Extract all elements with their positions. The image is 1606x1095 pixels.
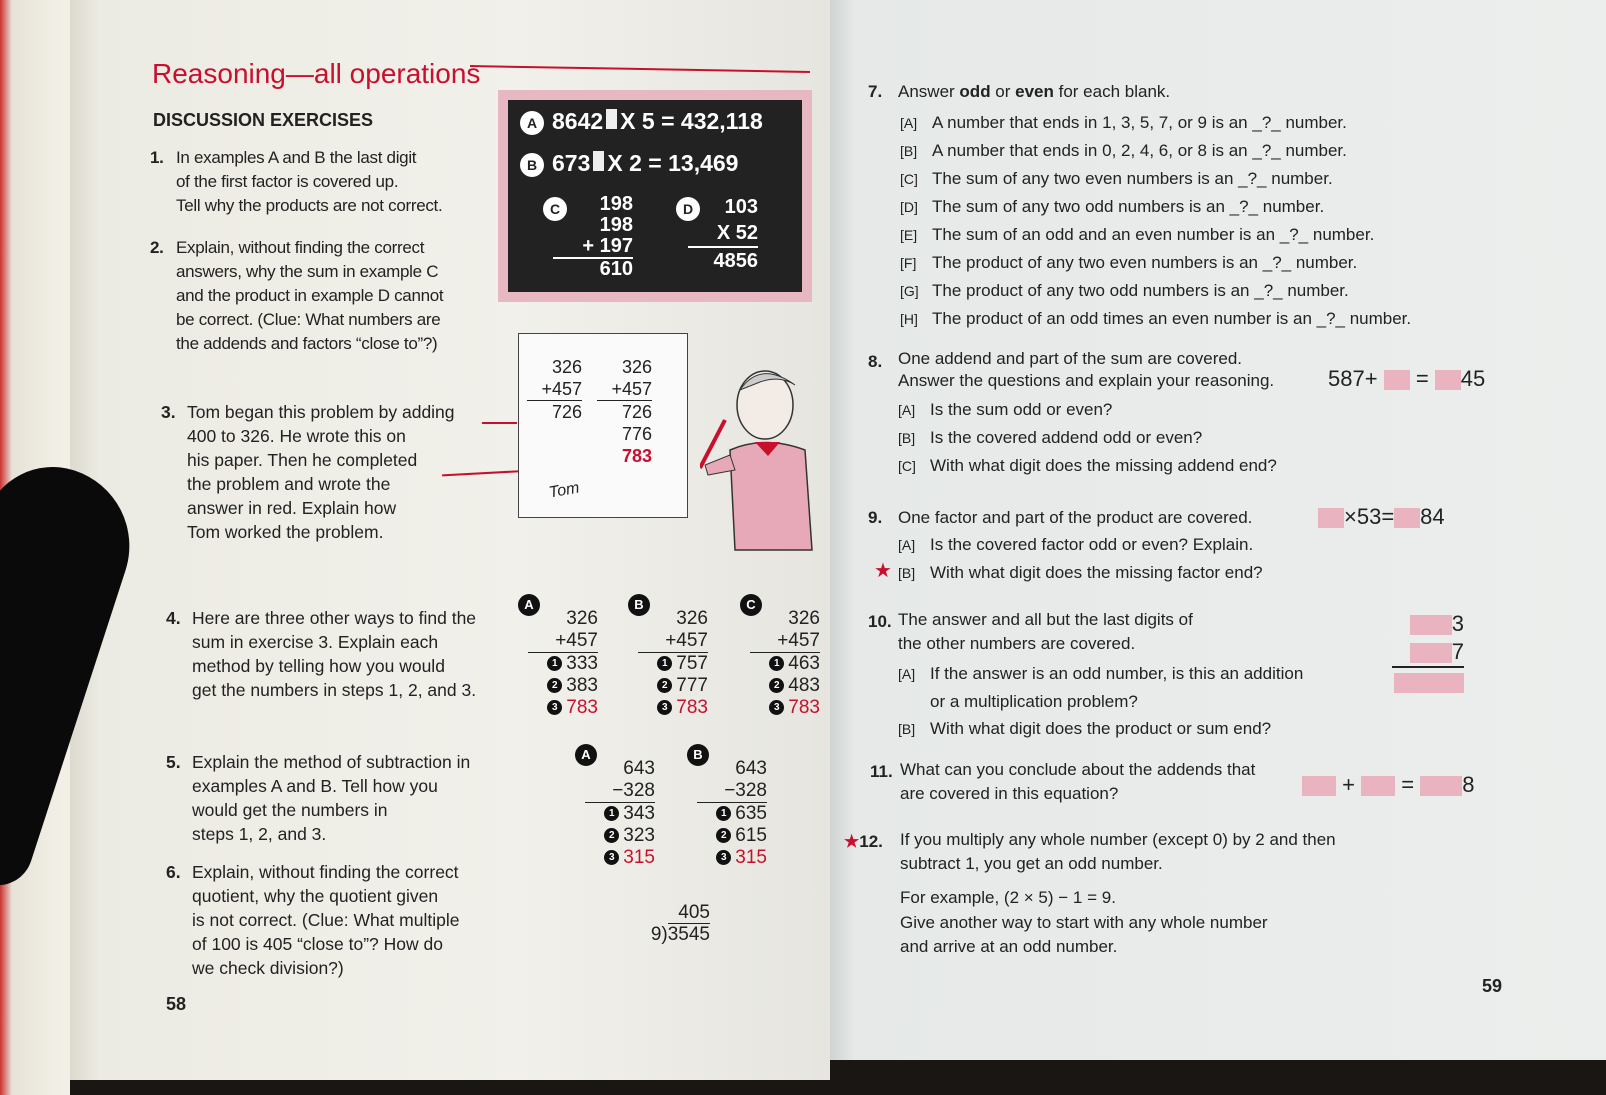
right-page xyxy=(830,0,1606,1060)
list-item: [A]Is the sum odd or even? xyxy=(898,400,1113,419)
quotient: 405 xyxy=(678,902,710,923)
list-item: or a multiplication problem? xyxy=(930,692,1138,711)
ex6-division: 405 9)3545 xyxy=(640,902,710,946)
question-8: 8. One addend and part of the sum are co… xyxy=(868,348,1277,480)
list-item: [C]With what digit does the missing adde… xyxy=(898,456,1277,475)
list-item: [H]The product of an odd times an even n… xyxy=(900,309,1412,328)
q9-equation: ×53=84 xyxy=(1318,504,1445,530)
star-icon: ★ xyxy=(874,560,892,582)
paper-signature: Tom xyxy=(547,479,581,502)
label-a: A xyxy=(520,110,544,135)
q8-equation: 587+ = 45 xyxy=(1328,366,1486,391)
list-item: [C]The sum of any two even numbers is an… xyxy=(900,169,1333,188)
list-item: [B]A number that ends in 0, 2, 4, 6, or … xyxy=(900,141,1347,160)
list-item: [A]If the answer is an odd number, is th… xyxy=(898,664,1304,683)
list-item: [A]Is the covered factor odd or even? Ex… xyxy=(898,535,1254,554)
arrow-to-726 xyxy=(482,422,517,424)
page-title: Reasoning—all operations xyxy=(152,58,481,89)
star-icon: ★ xyxy=(844,832,860,851)
page-number-right: 59 xyxy=(1482,976,1503,996)
question-7: 7. Answer odd or even for each blank. [A… xyxy=(868,78,1412,333)
divisor: 9 xyxy=(650,924,662,945)
chalkboard: A 8642 X 5 = 432,118 B 673 X 2 = 13,469 C 19… xyxy=(498,90,812,302)
section-heading: DISCUSSION EXERCISES xyxy=(153,110,374,130)
question-9: 9. One factor and part of the product ar… xyxy=(868,504,1263,587)
q11-equation: + = 8 xyxy=(1302,772,1474,798)
list-item: [G]The product of any two odd numbers is… xyxy=(900,281,1349,300)
dividend: 3545 xyxy=(667,923,710,945)
board-b-left: 673 xyxy=(552,150,591,176)
label-d: D xyxy=(676,196,700,221)
list-item: [F]The product of any two even numbers i… xyxy=(900,253,1358,272)
list-item: [B]With what digit does the product or s… xyxy=(898,719,1272,738)
question-10: 10. The answer and all but the last digi… xyxy=(868,608,1304,743)
q10-problem: 3 7 xyxy=(1392,610,1464,696)
list-item: [D]The sum of any two odd numbers is an … xyxy=(900,197,1325,216)
page-number-left: 58 xyxy=(166,994,187,1014)
board-a-left: 8642 xyxy=(552,108,604,134)
board-b-right: X 2 = 13,469 xyxy=(607,150,739,176)
board-a-right: X 5 = 432,118 xyxy=(620,108,763,134)
list-item: [A]A number that ends in 1, 3, 5, 7, or … xyxy=(900,113,1347,132)
list-item: [B]Is the covered addend odd or even? xyxy=(898,428,1203,447)
question-12: ★12. If you multiply any whole number (e… xyxy=(844,830,1336,956)
label-c: C xyxy=(543,196,567,221)
list-item: [B]With what digit does the missing fact… xyxy=(898,563,1263,582)
label-b: B xyxy=(520,152,544,177)
question-11: 11. What can you conclude about the adde… xyxy=(870,760,1256,803)
list-item: [E]The sum of an odd and an even number … xyxy=(900,225,1375,244)
boy-illustration xyxy=(700,370,813,551)
